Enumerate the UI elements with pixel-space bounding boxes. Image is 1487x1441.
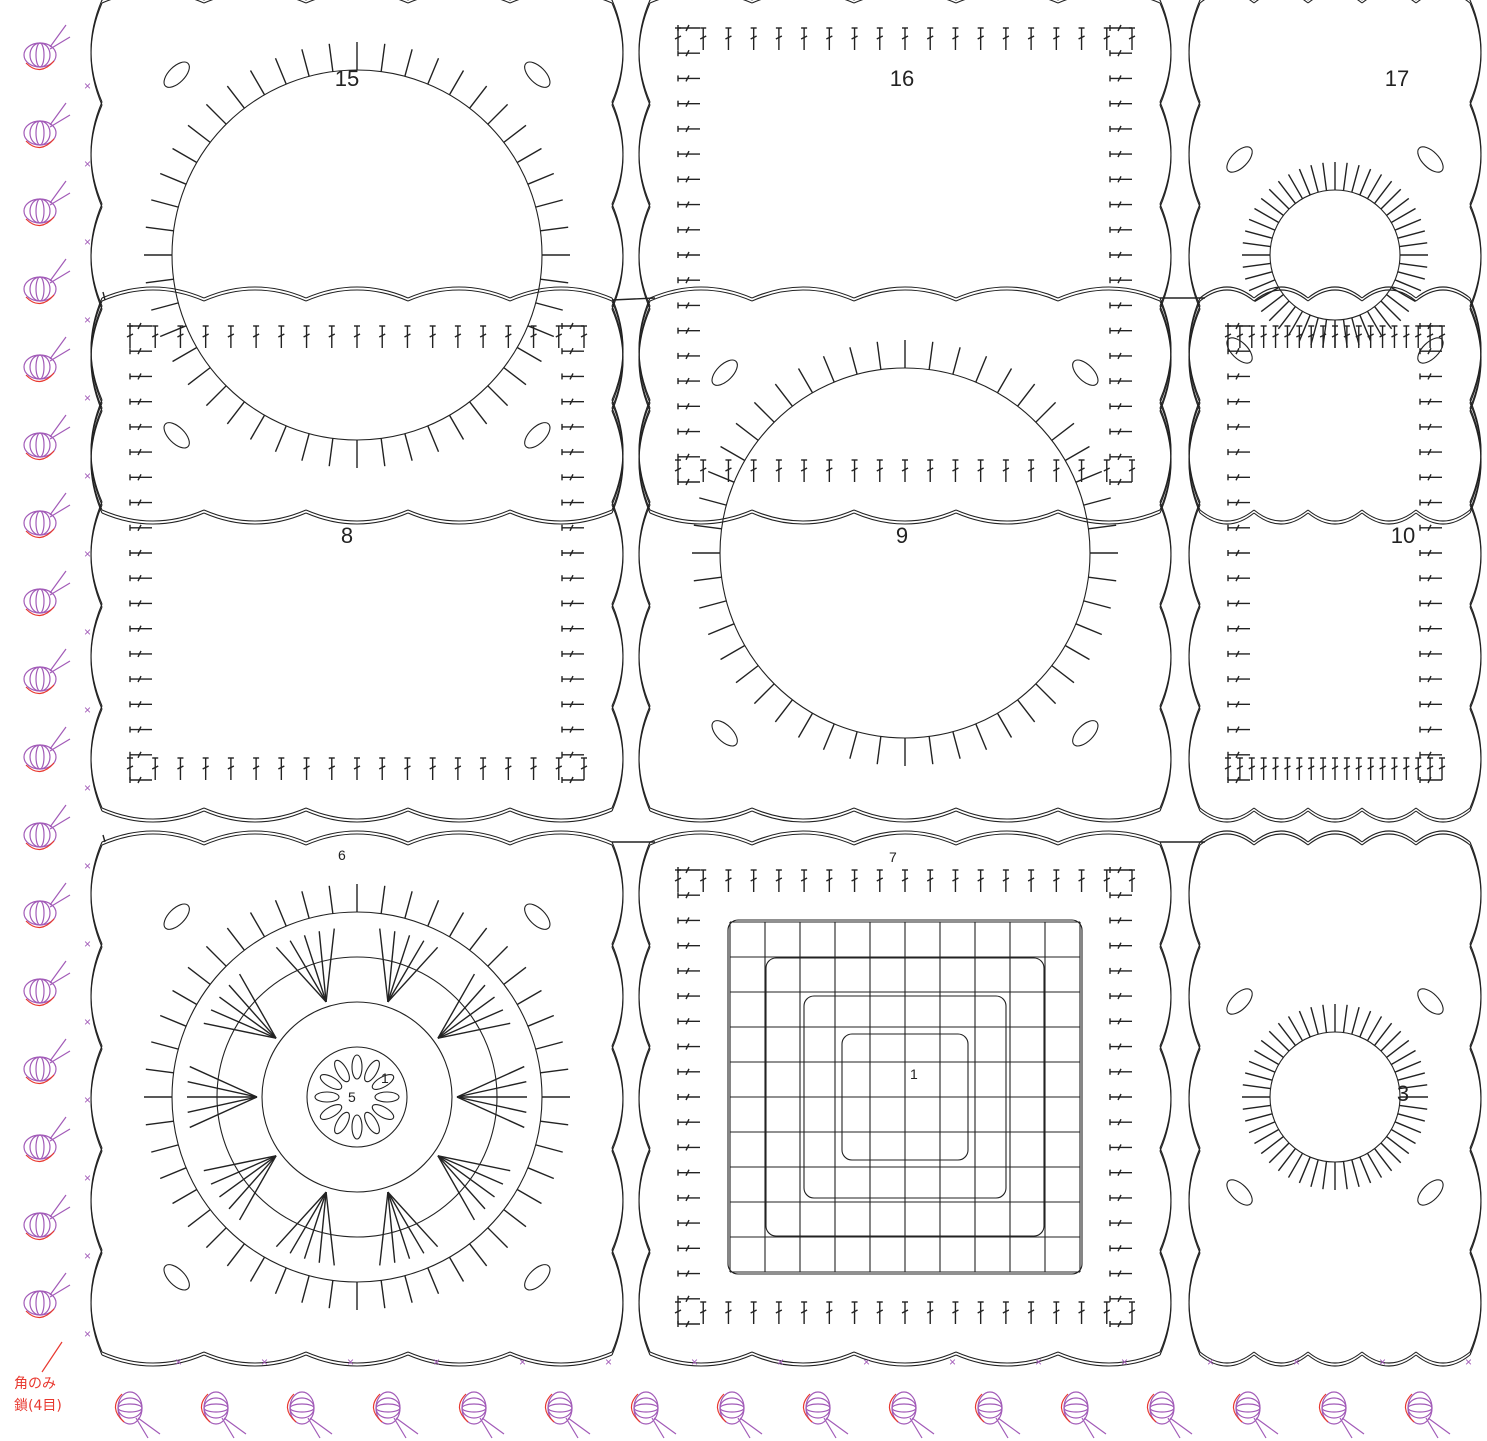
motif-number-16: 16 bbox=[890, 66, 914, 91]
sc-mark: × bbox=[433, 1355, 440, 1369]
sc-mark: × bbox=[175, 1355, 182, 1369]
picot-cluster bbox=[24, 181, 70, 226]
picot-cluster bbox=[24, 1039, 70, 1084]
round-label-flower-last: 6 bbox=[338, 847, 346, 863]
picot-cluster bbox=[24, 571, 70, 616]
motif-m1 bbox=[91, 831, 623, 1366]
sc-mark: × bbox=[1293, 1355, 1300, 1369]
picot-cluster bbox=[201, 1392, 246, 1438]
sc-mark: × bbox=[84, 1327, 91, 1341]
sc-mark: × bbox=[84, 703, 91, 717]
motif-number-9: 9 bbox=[896, 523, 908, 548]
picot-cluster bbox=[24, 727, 70, 772]
picot-cluster bbox=[24, 103, 70, 148]
sc-mark: × bbox=[261, 1355, 268, 1369]
sc-mark: × bbox=[84, 469, 91, 483]
sc-mark: × bbox=[84, 157, 91, 171]
picot-cluster bbox=[24, 259, 70, 304]
picot-cluster bbox=[545, 1392, 590, 1438]
sc-mark: × bbox=[84, 79, 91, 93]
sc-mark: × bbox=[519, 1355, 526, 1369]
sc-mark: × bbox=[1121, 1355, 1128, 1369]
picot-cluster bbox=[1061, 1392, 1106, 1438]
sc-mark: × bbox=[1465, 1355, 1472, 1369]
edging-border: × × × × × × × × × × × × × × × × × × × × × × × × × × × × × × × × × bbox=[24, 25, 1472, 1438]
motif-number-3: 3 bbox=[1397, 1081, 1409, 1106]
sc-mark: × bbox=[691, 1355, 698, 1369]
sc-mark: × bbox=[84, 937, 91, 951]
picot-cluster bbox=[373, 1392, 418, 1438]
picot-cluster bbox=[24, 649, 70, 694]
picot-cluster bbox=[24, 883, 70, 928]
round-label-square-start: 1 bbox=[910, 1066, 918, 1082]
picot-cluster bbox=[287, 1392, 332, 1438]
picot-cluster bbox=[889, 1392, 934, 1438]
motif-m17 bbox=[1189, 0, 1481, 524]
round-label-flower-center: 5 bbox=[348, 1089, 356, 1105]
picot-cluster bbox=[1319, 1392, 1364, 1438]
sc-mark: × bbox=[84, 1249, 91, 1263]
picot-cluster bbox=[24, 1117, 70, 1162]
picot-cluster bbox=[803, 1392, 848, 1438]
sc-mark: × bbox=[1207, 1355, 1214, 1369]
motif-m3 bbox=[1189, 831, 1481, 1366]
join-arrow bbox=[103, 292, 105, 300]
picot-cluster bbox=[975, 1392, 1020, 1438]
motif-number-8: 8 bbox=[341, 523, 353, 548]
join-arrow bbox=[612, 298, 655, 300]
sc-mark: × bbox=[863, 1355, 870, 1369]
round-label-square-last: 7 bbox=[889, 849, 897, 865]
picot-cluster bbox=[24, 961, 70, 1006]
picot-cluster bbox=[631, 1392, 676, 1438]
picot-cluster bbox=[24, 805, 70, 850]
picot-cluster bbox=[24, 493, 70, 538]
picot-cluster bbox=[1233, 1392, 1278, 1438]
motif-number-15: 15 bbox=[335, 66, 359, 91]
motif-number-17: 17 bbox=[1385, 66, 1409, 91]
sc-mark: × bbox=[84, 547, 91, 561]
sc-mark: × bbox=[84, 391, 91, 405]
border-note-leader bbox=[42, 1342, 62, 1372]
motif-m9 bbox=[639, 287, 1171, 822]
motif-m10 bbox=[1189, 287, 1481, 822]
picot-cluster bbox=[1147, 1392, 1192, 1438]
motif-number-10: 10 bbox=[1391, 523, 1415, 548]
motif-grid bbox=[91, 0, 1481, 1366]
sc-mark: × bbox=[1379, 1355, 1386, 1369]
sc-mark: × bbox=[84, 859, 91, 873]
picot-cluster bbox=[24, 25, 70, 70]
picot-cluster bbox=[24, 415, 70, 460]
picot-cluster bbox=[24, 337, 70, 382]
sc-mark: × bbox=[949, 1355, 956, 1369]
motif-m2 bbox=[639, 831, 1171, 1366]
sc-mark: × bbox=[84, 1093, 91, 1107]
picot-cluster bbox=[24, 1273, 70, 1318]
picot-cluster bbox=[459, 1392, 504, 1438]
round-label-flower-start: 1 bbox=[381, 1070, 389, 1086]
sc-mark: × bbox=[84, 625, 91, 639]
sc-mark: × bbox=[84, 313, 91, 327]
sc-mark: × bbox=[84, 1171, 91, 1185]
sc-mark: × bbox=[347, 1355, 354, 1369]
border-note-line2: 鎖(4目) bbox=[14, 1398, 62, 1414]
picot-cluster bbox=[115, 1392, 160, 1438]
sc-mark: × bbox=[777, 1355, 784, 1369]
picot-cluster bbox=[717, 1392, 762, 1438]
picot-cluster bbox=[24, 1195, 70, 1240]
sc-mark: × bbox=[84, 781, 91, 795]
sc-mark: × bbox=[605, 1355, 612, 1369]
sc-mark: × bbox=[84, 1015, 91, 1029]
picot-cluster bbox=[1405, 1392, 1450, 1438]
motif-m8 bbox=[91, 287, 623, 822]
sc-mark: × bbox=[1035, 1355, 1042, 1369]
border-note-line1: 角のみ bbox=[14, 1376, 56, 1392]
sc-mark: × bbox=[84, 235, 91, 249]
